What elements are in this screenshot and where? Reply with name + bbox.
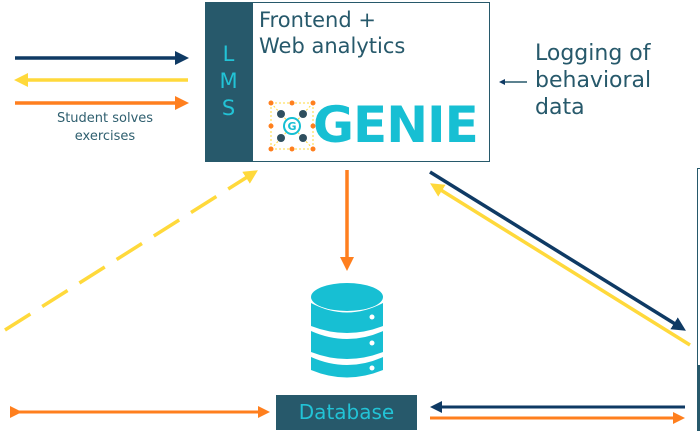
genie-badge: G: [287, 120, 296, 133]
student-label: Student solves exercises: [20, 110, 190, 146]
frontend-box: Frontend + Web analytics G GENIE: [252, 2, 490, 162]
lms-letter: L: [222, 42, 235, 66]
genie-network-icon: G: [268, 100, 316, 152]
lms-letter: M: [219, 69, 238, 93]
arrow-navy-diagonal: [429, 170, 686, 331]
arrow-yellow-dashed: [4, 170, 258, 332]
frontend-title-line: Web analytics: [259, 34, 406, 58]
arrow-yellow-diagonal: [430, 183, 691, 347]
student-label-line: exercises: [74, 129, 136, 144]
logging-label: Logging of behavioral data: [535, 40, 651, 121]
right-bar-partial: [697, 365, 700, 431]
frontend-title-line: Frontend +: [259, 8, 376, 32]
logging-label-line: behavioral: [535, 68, 652, 93]
genie-logo: GENIE: [313, 96, 479, 154]
logging-label-line: Logging of: [535, 41, 651, 66]
database-label: Database: [276, 395, 417, 430]
frontend-title: Frontend + Web analytics: [259, 7, 405, 59]
lms-sidebar: L M S: [205, 2, 252, 162]
logging-label-line: data: [535, 95, 585, 120]
lms-letter: S: [221, 96, 236, 120]
student-label-line: Student solves: [56, 111, 154, 126]
database-icon: [311, 283, 383, 378]
